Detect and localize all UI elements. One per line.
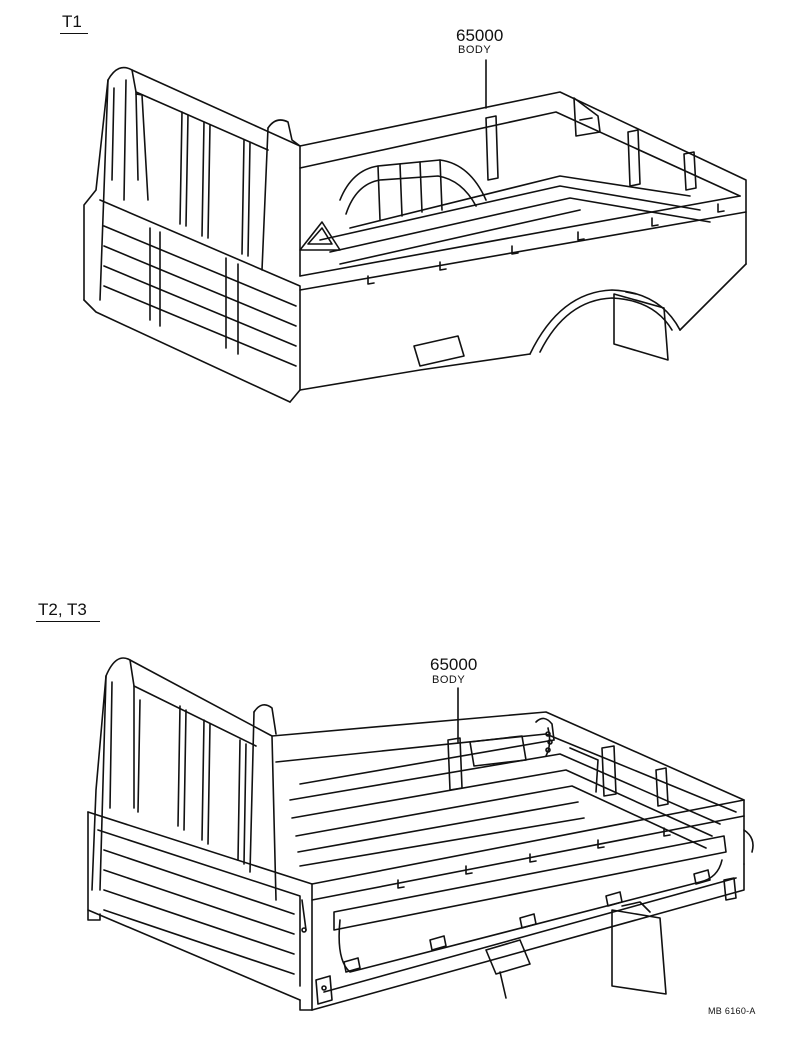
part-name-t2-t3: BODY	[432, 674, 466, 686]
part-number-t1: 65000	[456, 26, 504, 45]
t1-truck-bed-illustration	[84, 60, 746, 402]
t2-t3-flat-deck-illustration	[88, 658, 753, 1010]
section-label-t1: T1	[62, 12, 82, 31]
part-name-t1: BODY	[458, 44, 492, 56]
section-underline-t1	[60, 33, 88, 34]
section-label-t2-t3: T2, T3	[38, 600, 87, 619]
section-underline-t2-t3	[36, 621, 100, 622]
reference-code: MB 6160-A	[708, 1006, 756, 1016]
part-number-t2-t3: 65000	[430, 655, 478, 674]
